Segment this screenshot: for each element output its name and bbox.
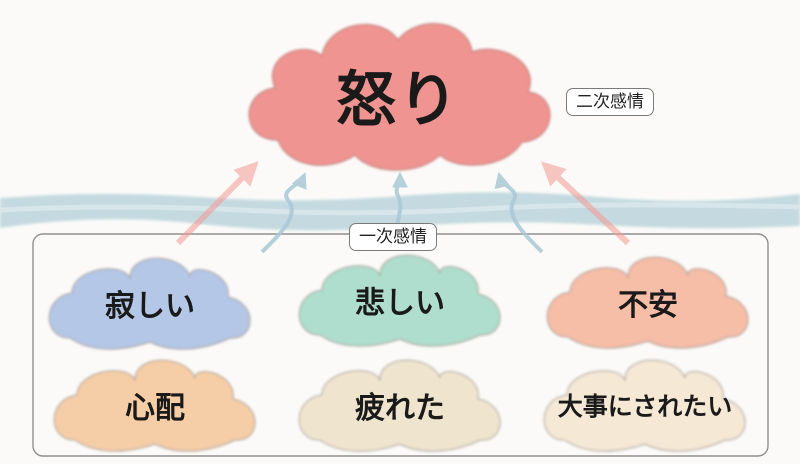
primary-emotion-cloud [298,359,501,452]
primary-emotion-label: 悲しい [355,286,445,321]
arrow-right-side [540,161,631,246]
arrow-center-1 [260,172,307,254]
water-highlight [0,202,800,216]
arrow-left-side [175,161,259,246]
primary-emotion-cloud [53,359,256,452]
secondary-emotion-label: 怒り [336,65,460,136]
primary-emotion-label: 疲れた [355,391,445,426]
primary-emotion-tag: 一次感情 [349,223,437,251]
primary-emotion-cloud [298,254,501,347]
primary-emotion-label: 寂しい [105,289,195,324]
secondary-emotion-tag: 二次感情 [566,88,654,116]
secondary-emotion-cloud [248,23,551,171]
primary-emotion-cloud [546,256,749,349]
primary-emotion-cloud [48,257,251,350]
primary-emotion-label: 大事にされたい [557,392,733,421]
primary-emotion-cloud [543,359,746,452]
primary-emotion-label: 心配 [125,391,185,426]
arrow-center-3 [494,171,544,254]
primary-emotion-label: 不安 [618,288,678,323]
